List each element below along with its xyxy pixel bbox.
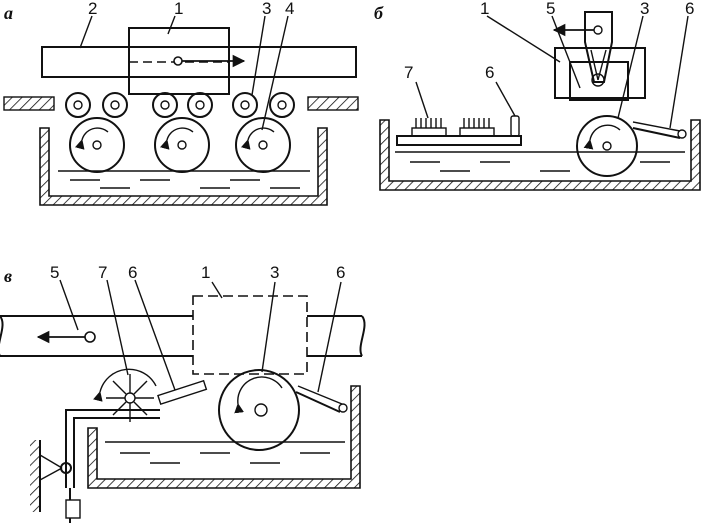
tank-c [87, 385, 361, 489]
label-b-1: 1 [480, 0, 489, 18]
label-b-6-left: 6 [485, 63, 494, 82]
liquid-c [105, 441, 345, 464]
label-c-1: 1 [201, 263, 210, 282]
panel-c-letter: в [4, 266, 12, 286]
label-a-3: 3 [262, 0, 271, 18]
left-support [3, 96, 55, 111]
tank-b [379, 119, 701, 191]
wall-hatch [30, 440, 40, 512]
label-b-5: 5 [546, 0, 555, 18]
liquid-b [395, 151, 685, 172]
support-frame [65, 409, 160, 488]
pivot [60, 462, 72, 474]
label-b-7: 7 [404, 63, 413, 82]
label-b-6: 6 [685, 0, 694, 18]
roller-3-c [218, 369, 300, 451]
panel-a: а [3, 0, 359, 206]
label-a-2: 2 [88, 0, 97, 18]
label-a-4: 4 [285, 0, 294, 18]
pcb-board [396, 135, 522, 146]
tank-a [39, 127, 328, 206]
label-c-6-right: 6 [336, 263, 345, 282]
board-break-left [0, 315, 4, 356]
big-rollers [69, 117, 291, 173]
label-c-6-left: 6 [128, 263, 137, 282]
small-rollers [65, 92, 295, 118]
liquid-a [58, 170, 310, 189]
workpiece-c [192, 295, 308, 375]
counterweight [65, 499, 81, 519]
scraper-6-c-left [157, 379, 208, 406]
roller-3-b [576, 115, 638, 177]
conveyor-board [41, 46, 357, 78]
right-support [307, 96, 359, 111]
components-7 [411, 115, 520, 137]
label-b-3: 3 [640, 0, 649, 18]
brush-7 [93, 368, 157, 422]
board-break-right [359, 315, 366, 357]
scraper-6-c-right [295, 391, 341, 413]
scraper-6-b [632, 127, 681, 139]
panel-a-letter: а [4, 3, 13, 23]
panel-c: в [0, 263, 366, 523]
panel-b-letter: б [374, 3, 384, 23]
direction-point [173, 56, 183, 66]
label-c-5: 5 [50, 263, 59, 282]
knife-6-left [510, 115, 520, 137]
label-a-1: 1 [174, 0, 183, 18]
gripper-5 [569, 61, 629, 101]
label-c-7: 7 [98, 263, 107, 282]
carrier-1 [554, 47, 646, 99]
label-c-3: 3 [270, 263, 279, 282]
panel-b: б [374, 0, 701, 191]
